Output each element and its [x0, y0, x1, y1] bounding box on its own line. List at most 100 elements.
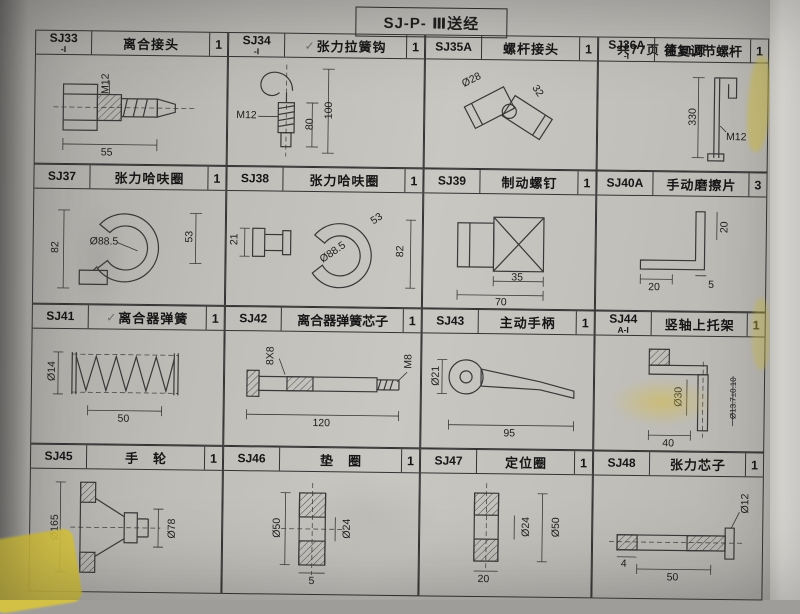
part-code: SJ40A — [597, 171, 653, 195]
part-header: SJ36A -I 往复调节螺杆 1 — [599, 37, 768, 63]
dim-label: 55 — [101, 147, 113, 158]
part-drawing: 21 Ø88.5 53 82 — [226, 190, 422, 307]
part-name: 离合器弹簧芯子 — [282, 308, 403, 332]
part-cell-sj48: SJ48 张力芯子 1 — [591, 450, 764, 600]
dim-label: M12 — [726, 132, 747, 143]
part-qty: 1 — [204, 447, 222, 470]
part-name: 张力哈呋圈 — [283, 168, 404, 192]
part-qty: 1 — [404, 169, 422, 192]
part-code-sub: -I — [624, 52, 629, 61]
part-cell-sj39: SJ39 制动螺钉 1 — [422, 168, 597, 310]
part-name-text: 制动螺钉 — [501, 172, 557, 192]
part-code-main: SJ47 — [434, 455, 462, 467]
part-name-text: 张力拉簧钩 — [317, 36, 387, 56]
part-name-text: 定位圈 — [505, 452, 547, 472]
part-name-text: 主动手柄 — [500, 312, 556, 332]
dim-label: 53 — [184, 231, 195, 243]
dim-label: 82 — [50, 241, 61, 253]
part-code-main: SJ38 — [241, 172, 269, 184]
part-name-text: 离合接头 — [123, 34, 179, 54]
part-header: SJ40A 手动磨擦片 3 — [597, 171, 766, 197]
scanned-page-background: SJ-P- Ⅲ送经 共77页 第31页 SJ33 -I 离合接头 1 — [0, 0, 800, 600]
parts-table: SJ33 -I 离合接头 1 — [28, 30, 769, 601]
part-name: ✓ 张力拉簧钩 — [285, 34, 406, 58]
part-cell-sj36a: SJ36A -I 往复调节螺杆 1 — [597, 36, 770, 172]
part-qty: 1 — [209, 33, 227, 56]
drawing-clutch-joint — [35, 54, 225, 164]
drawing-friction-plate — [596, 194, 764, 310]
part-name-text: 往复调节螺杆 — [664, 40, 742, 60]
part-drawing: Ø21 95 — [421, 332, 593, 449]
part-cell-sj46: SJ46 垫 圈 1 — [221, 446, 420, 596]
part-header: SJ44 A-I 竖轴上托架 1 — [596, 311, 765, 337]
part-drawing: Ø165 Ø78 — [29, 468, 221, 593]
check-mark: ✓ — [304, 38, 315, 52]
part-qty: 3 — [748, 173, 766, 196]
part-drawing: Ø14 50 — [31, 328, 223, 445]
part-name-text: 螺杆接头 — [503, 38, 559, 58]
part-code-main: SJ36A — [608, 38, 645, 50]
dim-label: M12 — [236, 110, 257, 121]
part-drawing: 8X8 M8 120 — [224, 330, 420, 447]
dim-label: 40 — [662, 438, 674, 449]
dim-label: Ø12 — [740, 494, 751, 514]
dim-label: Ø13.7±0.10 — [729, 377, 738, 419]
part-code-main: SJ35A — [435, 40, 472, 52]
part-qty: 1 — [745, 453, 763, 476]
part-drawing: Ø12 4 50 — [592, 474, 762, 599]
drawing-tension-ring — [33, 188, 223, 304]
drawing-screw-joint — [425, 58, 595, 168]
part-name: 手 轮 — [87, 445, 204, 469]
part-name: 往复调节螺杆 — [655, 38, 750, 62]
part-qty: 1 — [747, 313, 765, 336]
part-qty: 1 — [577, 171, 595, 194]
dim-label: 4 — [621, 559, 627, 570]
part-cell-sj40a: SJ40A 手动磨擦片 3 — [595, 170, 768, 312]
part-name: 垫 圈 — [280, 448, 401, 472]
dim-label: Ø88.5 — [90, 236, 119, 247]
part-drawing: Ø50 Ø24 5 — [222, 470, 418, 595]
part-qty: 1 — [207, 167, 225, 190]
part-name: 张力哈呋圈 — [90, 165, 207, 189]
part-cell-sj38: SJ38 张力哈呋圈 1 — [225, 166, 424, 308]
catalog-sheet: SJ-P- Ⅲ送经 共77页 第31页 SJ33 -I 离合接头 1 — [12, 0, 775, 601]
part-cell-sj33: SJ33 -I 离合接头 1 — [34, 30, 229, 166]
part-code: SJ41 — [33, 305, 89, 329]
part-qty: 1 — [574, 451, 592, 474]
part-cell-sj44: SJ44 A-I 竖轴上托架 1 — [593, 310, 766, 452]
dim-label: 330 — [688, 108, 699, 126]
part-cell-sj34: SJ34 -I ✓ 张力拉簧钩 1 — [227, 32, 426, 168]
part-qty: 1 — [403, 309, 421, 332]
part-code: SJ35A — [426, 35, 482, 59]
part-code-main: SJ40A — [607, 177, 644, 189]
part-code: SJ43 — [423, 309, 479, 333]
dim-label: Ø50 — [551, 517, 562, 537]
dim-label: Ø21 — [431, 366, 442, 386]
part-name: 离合接头 — [92, 31, 209, 55]
part-drawing: M12 80 100 — [228, 56, 424, 167]
drawing-washer — [222, 470, 416, 594]
dim-label: 82 — [395, 245, 406, 257]
part-code-main: SJ45 — [44, 450, 72, 462]
part-qty: 1 — [401, 449, 419, 472]
part-code-main: SJ39 — [438, 175, 466, 187]
part-code: SJ42 — [226, 307, 282, 331]
dim-label: 20 — [719, 221, 730, 233]
part-code-main: SJ48 — [607, 457, 635, 469]
dim-label: M8 — [403, 354, 414, 369]
part-name: 竖轴上托架 — [652, 312, 747, 336]
drawing-adjusting-screw — [598, 60, 766, 170]
dim-label: Ø24 — [342, 519, 353, 539]
part-drawing: Ø28 32 — [425, 58, 597, 169]
part-code: SJ45 — [31, 445, 87, 469]
dim-label: Ø14 — [47, 361, 58, 381]
dim-label: M12 — [100, 73, 111, 94]
part-code: SJ37 — [34, 165, 90, 189]
scan-edge-white-strip — [770, 0, 800, 600]
part-drawing: Ø30 Ø13.7±0.10 40 — [594, 334, 764, 451]
dim-label: Ø78 — [167, 519, 178, 539]
dim-label: 100 — [324, 102, 335, 120]
dim-label: 50 — [117, 414, 129, 425]
part-cell-sj35a: SJ35A 螺杆接头 1 — [424, 34, 599, 170]
dim-label: Ø30 — [673, 387, 684, 407]
